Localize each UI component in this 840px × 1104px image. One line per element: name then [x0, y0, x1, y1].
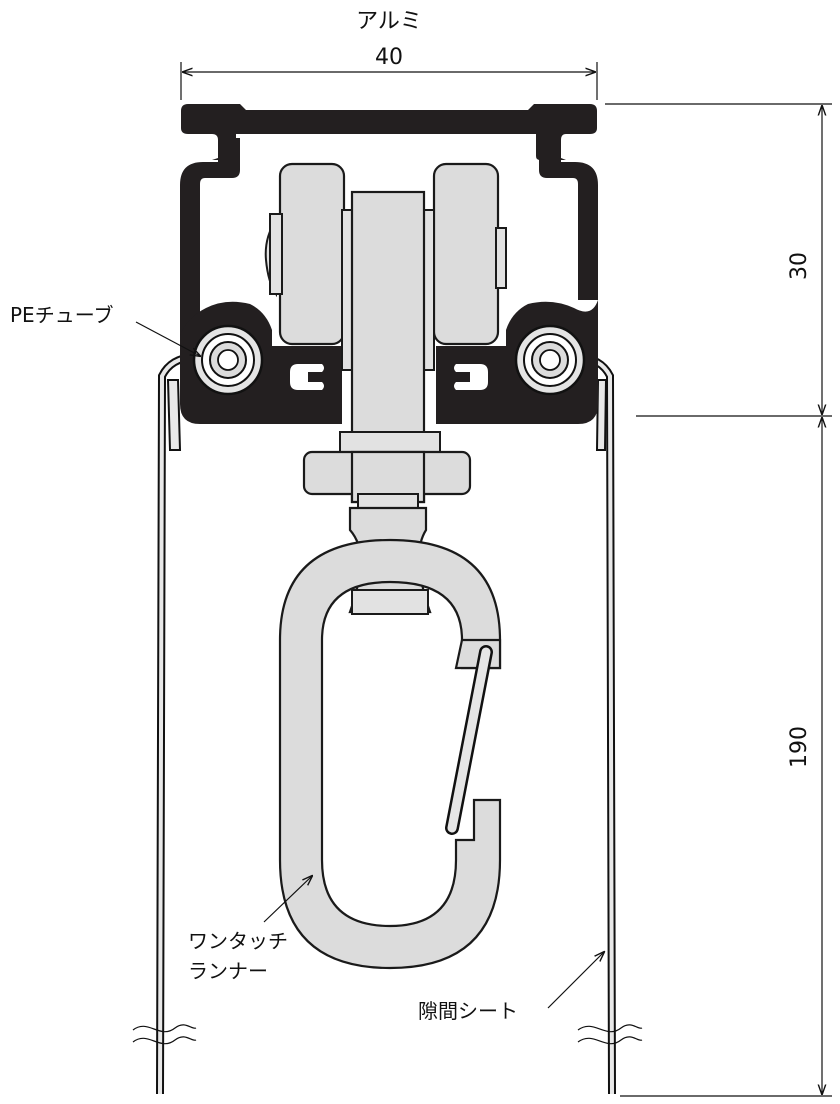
material-label: アルミ: [356, 9, 422, 34]
runner-hook: [278, 538, 502, 970]
runner-wheel-left: [264, 162, 346, 346]
runner-wheel-right: [432, 162, 507, 346]
gap-sheet-label: 隙間シート: [418, 999, 518, 1023]
break-mark-left: [132, 1024, 197, 1045]
sheet-height-dimension-label: 190: [787, 726, 812, 768]
pe-tube-label: PEチューブ: [10, 303, 114, 327]
runner-body: [302, 190, 472, 615]
gap-sheet-right: [573, 352, 616, 1095]
pe-tube-right: [514, 324, 586, 396]
pe-tube-left: [192, 324, 264, 396]
gap-sheet-left: [156, 352, 197, 1095]
runner-label-line1: ワンタッチ: [188, 929, 288, 953]
rail-height-dimension-label: 30: [787, 252, 812, 280]
width-dimension: [180, 62, 598, 100]
width-dimension-label: 40: [375, 45, 403, 70]
gap-sheet-leader: [547, 952, 604, 1009]
break-mark-right: [577, 1024, 643, 1045]
runner-label-line2: ランナー: [188, 959, 268, 983]
height-dimensions: [605, 103, 832, 1097]
pe-tube-leader: [135, 321, 200, 356]
runner-leader: [263, 876, 312, 923]
